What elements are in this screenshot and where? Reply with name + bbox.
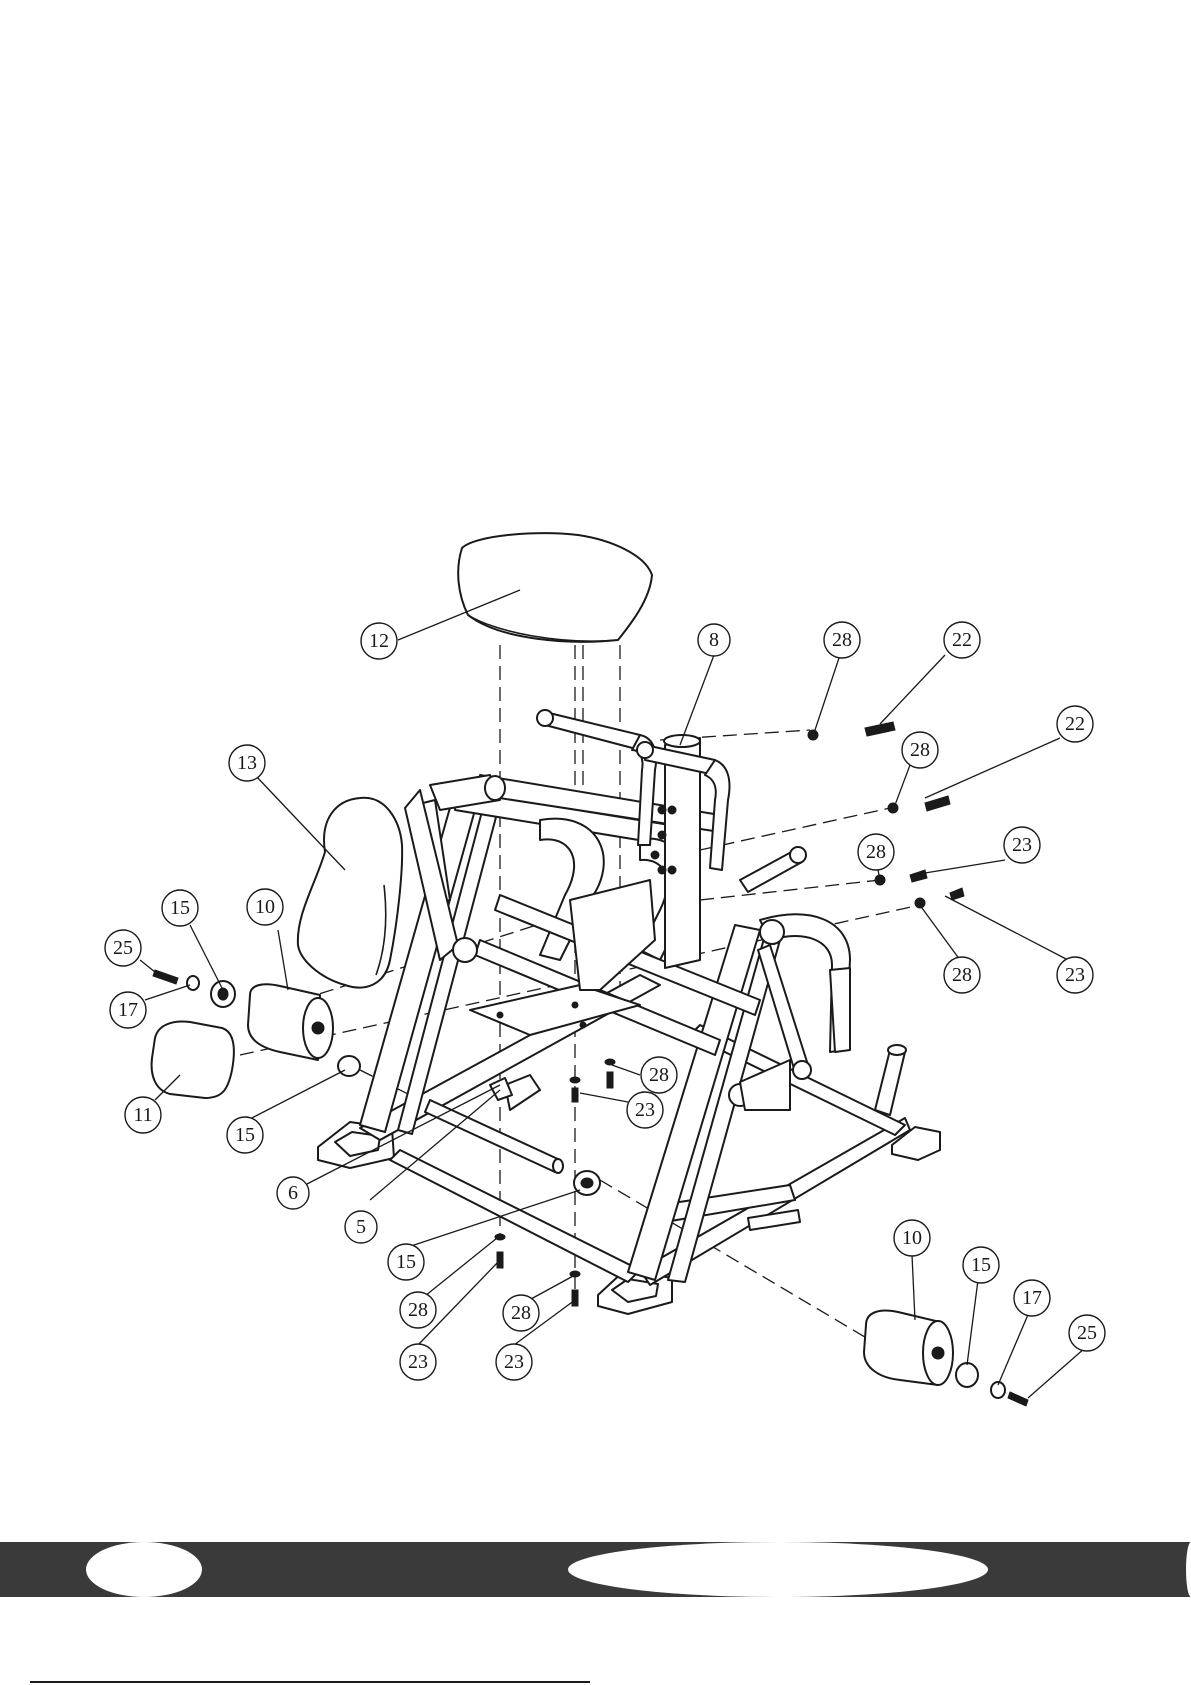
svg-text:8: 8: [709, 629, 719, 651]
svg-text:23: 23: [408, 1351, 428, 1373]
svg-text:28: 28: [408, 1299, 428, 1321]
callout-23: 23: [400, 1344, 436, 1380]
svg-text:23: 23: [1065, 964, 1085, 986]
callout-28: 28: [400, 1292, 436, 1328]
svg-text:28: 28: [910, 739, 930, 761]
svg-text:23: 23: [635, 1099, 655, 1121]
footer-oval-left: [86, 1542, 202, 1597]
callout-15: 15: [963, 1247, 999, 1283]
callout-22: 22: [944, 622, 980, 658]
callout-28: 28: [902, 732, 938, 768]
svg-text:28: 28: [649, 1064, 669, 1086]
svg-text:6: 6: [288, 1182, 298, 1204]
callout-5: 5: [345, 1211, 377, 1243]
svg-text:12: 12: [369, 630, 389, 652]
svg-text:17: 17: [1022, 1287, 1042, 1309]
footer-oval-center: [568, 1542, 988, 1597]
callout-10: 10: [894, 1220, 930, 1256]
callout-22: 22: [1057, 706, 1093, 742]
callout-10: 10: [247, 889, 283, 925]
svg-text:5: 5: [356, 1216, 366, 1238]
callout-11: 11: [125, 1097, 161, 1133]
callout-23: 23: [1004, 827, 1040, 863]
svg-text:10: 10: [902, 1227, 922, 1249]
callout-6: 6: [277, 1177, 309, 1209]
callout-25: 25: [1069, 1315, 1105, 1351]
callout-23: 23: [496, 1344, 532, 1380]
callout-28: 28: [641, 1057, 677, 1093]
callout-12: 12: [361, 623, 397, 659]
svg-text:15: 15: [170, 897, 190, 919]
svg-text:28: 28: [952, 964, 972, 986]
svg-text:10: 10: [255, 896, 275, 918]
roller-pad-10-left: [248, 984, 333, 1060]
back-pad: [298, 798, 402, 988]
svg-text:28: 28: [832, 629, 852, 651]
svg-text:15: 15: [396, 1251, 416, 1273]
callout-23: 23: [627, 1092, 663, 1128]
svg-text:15: 15: [235, 1124, 255, 1146]
svg-text:11: 11: [133, 1104, 152, 1126]
svg-text:17: 17: [118, 999, 138, 1021]
svg-text:22: 22: [1065, 713, 1085, 735]
svg-text:13: 13: [237, 752, 257, 774]
svg-text:25: 25: [113, 937, 133, 959]
callout-28: 28: [824, 622, 860, 658]
svg-text:22: 22: [952, 629, 972, 651]
callout-8: 8: [698, 624, 730, 656]
callout-17: 17: [1014, 1280, 1050, 1316]
svg-text:23: 23: [1012, 834, 1032, 856]
svg-text:25: 25: [1077, 1322, 1097, 1344]
svg-text:23: 23: [504, 1351, 524, 1373]
callout-28: 28: [503, 1295, 539, 1331]
svg-text:28: 28: [866, 841, 886, 863]
svg-text:15: 15: [971, 1254, 991, 1276]
seat-pad: [458, 533, 652, 642]
callout-15: 15: [162, 890, 198, 926]
svg-text:28: 28: [511, 1302, 531, 1324]
callout-28: 28: [944, 957, 980, 993]
callout-23: 23: [1057, 957, 1093, 993]
footer-oval-right: [1186, 1542, 1191, 1597]
bottom-rule: [30, 1681, 590, 1683]
callout-25: 25: [105, 930, 141, 966]
callout-15: 15: [227, 1117, 263, 1153]
callout-17: 17: [110, 992, 146, 1028]
roller-pad-11: [152, 1022, 234, 1098]
callout-13: 13: [229, 745, 265, 781]
roller-pad-10-right: [864, 1311, 953, 1385]
callout-28: 28: [858, 834, 894, 870]
callout-15: 15: [388, 1244, 424, 1280]
